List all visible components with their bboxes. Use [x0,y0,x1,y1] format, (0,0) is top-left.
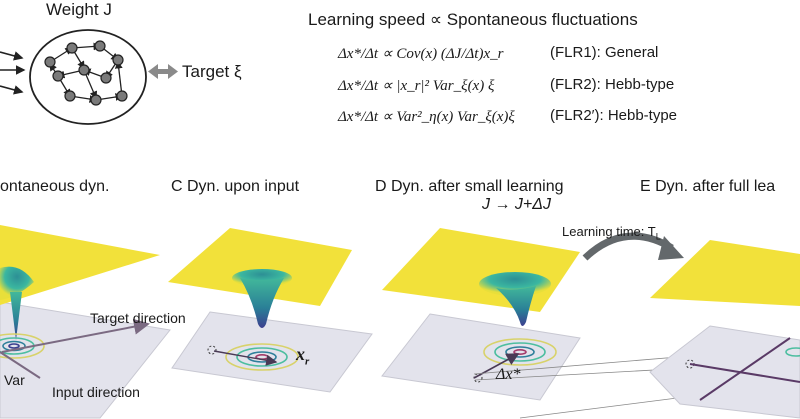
panel-e-graphic [649,240,800,419]
learning-time-arrow [582,232,684,261]
rule-label-3: (FLR2′): Hebb-type [550,107,678,124]
panel-c-graphic [168,228,373,393]
panel-b-plane [0,301,171,419]
panel-c-plane [171,311,373,393]
input-direction-label: Input direction [52,384,140,400]
panel-e-plane [649,325,800,419]
panel-d-delta-arrow [473,353,520,379]
delta-x-label: Δx* [496,366,521,383]
xr-label: xr [296,344,309,368]
panel-d-graphic [381,228,741,419]
rule-label-1: (FLR1): General [550,44,659,61]
rule-label-2: (FLR2): Hebb-type [550,76,675,93]
panel-b-well [10,292,22,340]
network-diagram [0,29,178,125]
panels-graphics [0,225,800,419]
target-label: Target ξ [182,62,242,81]
panel-d-surface [382,228,580,312]
target-double-arrow [148,64,178,79]
rule-formula-3: Δx*/Δt ∝ Var²_η(x) Var_ξ(x)ξ [338,109,515,125]
xr-subscript: r [305,355,310,368]
target-direction-label: Target direction [90,310,186,326]
learning-time-label: Learning time: TL [562,224,661,242]
rule-formula-2: Δx*/Δt ∝ |x_r|² Var_ξ(x) ξ [338,78,495,94]
input-arrow [0,85,24,95]
target-direction-arrow [1,318,150,353]
input-arrow [0,51,24,61]
panel-e-surface [650,240,800,306]
weight-label: Weight J [46,0,112,19]
panel-d-contours [483,338,557,366]
panel-d-subtitle: J → J+ΔJ [482,196,551,213]
panel-d-plane [381,313,581,401]
network-boundary [29,29,147,125]
panel-e-title: E Dyn. after full lea [640,178,776,195]
network-nodes [44,40,128,106]
panel-c-surface [168,228,352,306]
panel-c-well [240,278,284,328]
panel-b-title: ontaneous dyn. [0,178,110,195]
panel-b-graphic [0,225,171,419]
header-title: Learning speed ∝ Spontaneous fluctuation… [308,10,638,29]
learning-time-text: Learning time: T [562,224,656,239]
panel-e-path [689,363,800,383]
input-direction-arrow [0,351,41,379]
learning-time-subscript: L [655,231,661,242]
panel-b-surface [0,225,160,305]
var-label: Var [4,372,25,388]
panel-c-xr-arrow [213,350,278,366]
panel-c-title: C Dyn. upon input [171,178,300,195]
rule-formula-1: Δx*/Δt ∝ Cov(x) (ΔJ/Δt)x_r [338,46,504,62]
panel-d-well [496,286,536,326]
xr-symbol: x [296,344,305,364]
panel-d-title: D Dyn. after small learning [375,178,564,195]
